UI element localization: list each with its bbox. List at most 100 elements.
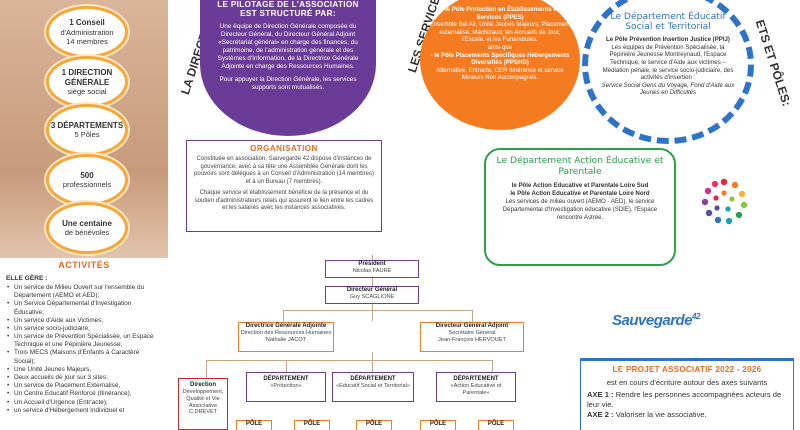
organisation-text-2: Chaque service et établissement bénéfici… <box>194 190 374 211</box>
stat-circle-benevoles: Une centaine de bénévoles <box>46 202 128 254</box>
pole-box: PÔLE <box>420 420 456 430</box>
logo-number: 42 <box>692 312 700 321</box>
dev-name: C.DREVET <box>188 409 218 416</box>
stat-rest: de bénévoles <box>64 228 110 238</box>
pole-box: PÔLE <box>478 420 514 430</box>
org-line <box>206 360 492 361</box>
territorial-circle: Le Département Éducatif Social et Territ… <box>582 0 754 144</box>
dept-title: DÉPARTEMENT <box>350 376 396 382</box>
direction-developpement-box: Direction Développement, Qualité et Vie … <box>178 378 228 430</box>
dg-box: Directeur Général Guy SCAGLIONE <box>325 286 419 304</box>
list-item: Une Unité Jeunes Majeurs, <box>6 366 162 374</box>
stat-circle-direction: 1 DIRECTION GÉNÉRALE siège social <box>46 56 128 108</box>
ppes-title: - le Pôle Protection en Établissements e… <box>441 6 559 21</box>
org-line <box>206 360 207 378</box>
ppshd-text: Alternative, Entracte, CER Itinérance et… <box>436 66 564 82</box>
pilotage-circle: LE PILOTAGE DE L'ASSOCIATION EST STRUCTU… <box>200 0 376 136</box>
ppes-text: Ensemble Bel Air, Unité Jeunes Majeurs, … <box>429 21 571 44</box>
stat-rest: professionnels <box>62 180 112 190</box>
president-box: Président Nicolas FAURE <box>325 260 419 278</box>
org-line <box>472 310 473 322</box>
activites-section: ACTIVITÉS ELLE GÈRE : Un service de Mili… <box>0 258 168 430</box>
pole-box: PÔLE <box>294 420 330 430</box>
pilotage-title: LE PILOTAGE DE L'ASSOCIATION EST STRUCTU… <box>217 0 359 19</box>
stat-rest: d'Administration 14 membres <box>60 27 114 46</box>
protection-circle: - le Pôle Protection en Établissements e… <box>420 0 580 130</box>
dga-rh-box: Directrice Générale Adjointe Direction d… <box>238 322 334 352</box>
activites-title: ACTIVITÉS <box>58 260 110 270</box>
organisation-text-1: Constituée en association, Sauvegarde 42… <box>194 156 374 185</box>
dept-sub: «Protection» <box>270 383 302 390</box>
ainsi-que: ainsi que <box>487 44 513 52</box>
pilotage-text-2: Pour appuyer la Direction Générale, les … <box>219 75 357 91</box>
stat-strong: Une centaine <box>62 218 112 228</box>
dga-title: Directrice Générale Adjointe <box>245 323 327 329</box>
axe-2-label: AXE 2 : <box>587 409 614 419</box>
dg-name: Guy SCAGLIONE <box>349 294 395 301</box>
president-title: Président <box>358 261 386 267</box>
axe-2: AXE 2 : Valoriser la vie associative. <box>587 410 787 420</box>
territorial-title: Le Département Éducatif Social et Territ… <box>610 11 726 33</box>
parentale-title: Le Département Action Éducative et Paren… <box>496 155 664 177</box>
list-item: Trois MECS (Maisons d'Enfants à Caractèr… <box>6 349 162 365</box>
departement-parentale-box: DÉPARTEMENT «Action Educative et Parenta… <box>436 372 516 402</box>
org-line <box>283 310 472 311</box>
axe-2-text: Valoriser la vie associative. <box>615 409 707 419</box>
sauvegarde-logo-text: Sauvegarde42 <box>612 312 700 329</box>
president-name: Nicolas FAURE <box>352 268 392 275</box>
pole-box: PÔLE <box>236 420 272 430</box>
dga2-name: Jean-François HERVOUET <box>438 336 506 343</box>
dev-sub: Développement, Qualité et Vie Associativ… <box>182 389 224 409</box>
list-item: Un service de Milieu Ouvert sur l'ensemb… <box>6 284 162 300</box>
parentale-text: Les services de milieu ouvert (AEMO - AE… <box>502 198 658 221</box>
stat-rest: 5 Pôles <box>74 130 100 140</box>
stat-strong: 3 DÉPARTEMENTS <box>50 120 124 130</box>
dga2-title: Directeur Général Adjoint <box>435 323 509 329</box>
pole-nord: le Pôle Action Educative et Parentale Lo… <box>510 190 650 198</box>
org-line <box>283 310 284 322</box>
logo-name: Sauvegarde <box>612 312 693 329</box>
dept-sub: «Action Educative et Parentale» <box>450 383 502 396</box>
list-item: Deux accueils de jour sur 3 sites; <box>6 374 162 382</box>
stat-strong: 1 Conseil <box>69 18 105 28</box>
organisation-box: ORGANISATION Constituée en association, … <box>186 140 382 232</box>
territorial-text: Les équipes de Prévention Spécialisée, l… <box>602 43 734 82</box>
dg-title: Directeur Général <box>346 287 398 293</box>
pole-box: PÔLE <box>356 420 392 430</box>
activites-list: Un service de Milieu Ouvert sur l'ensemb… <box>6 284 162 415</box>
stat-circle-professionnels: 500 professionnels <box>46 154 128 206</box>
pole-label: PÔLE <box>365 421 383 427</box>
list-item: un service d'Hébergement Individuel et <box>6 407 162 415</box>
side-title-poles: ETS ET PÔLES: <box>752 18 794 108</box>
dept-sub: «Educatif Social et Territorial» <box>336 383 410 390</box>
dept-title: DÉPARTEMENT <box>263 376 309 382</box>
org-line <box>372 352 373 372</box>
stat-strong: 500 <box>80 170 94 180</box>
ppij-title: Le Pôle Prévention Insertion Justice (PP… <box>606 36 730 44</box>
parentale-box: Le Département Action Éducative et Paren… <box>484 148 676 266</box>
dga-sg-box: Directeur Général Adjoint Secrétaire Gén… <box>420 322 524 352</box>
list-item: Un service d'Aide aux Victimes; <box>6 317 162 325</box>
axe-1-label: AXE 1 : <box>587 390 614 400</box>
left-column: 1 Conseil d'Administration 14 membres 1 … <box>0 0 168 430</box>
dga-sub: Direction des Ressources Humaines <box>240 330 332 337</box>
ppshd-title: - le Pôle Placements Spécifiques Héberge… <box>430 51 570 67</box>
dga-name: Nathalie JACOT <box>265 336 307 343</box>
organisation-title: ORGANISATION <box>250 144 318 153</box>
list-item: Un service de Prévention Spécialisée, un… <box>6 333 162 349</box>
dept-title: DÉPARTEMENT <box>453 376 499 382</box>
departement-protection-box: DÉPARTEMENT «Protection» <box>246 372 326 402</box>
stat-circle-conseil: 1 Conseil d'Administration 14 membres <box>46 6 128 58</box>
dga2-sub: Secrétaire Général <box>448 330 496 337</box>
axe-1-text: Rendre les personnes accompagnées acteur… <box>587 390 782 410</box>
list-item: Un service socio-judiciaire; <box>6 325 162 333</box>
org-line <box>492 360 493 372</box>
org-line <box>286 360 287 372</box>
axe-1: AXE 1 : Rendre les personnes accompagnée… <box>587 390 787 410</box>
territorial-italic: Service Social Gens du Voyage, Fond d'Ai… <box>601 81 735 97</box>
list-item: Un Service Départemental d'Investigation… <box>6 300 162 316</box>
pole-label: PÔLE <box>429 421 447 427</box>
projet-intro: est en cours d'écriture autour des axes … <box>606 378 768 388</box>
sauvegarde-logo-icon <box>701 178 748 225</box>
stat-circle-departements: 3 DÉPARTEMENTS 5 Pôles <box>46 104 128 156</box>
